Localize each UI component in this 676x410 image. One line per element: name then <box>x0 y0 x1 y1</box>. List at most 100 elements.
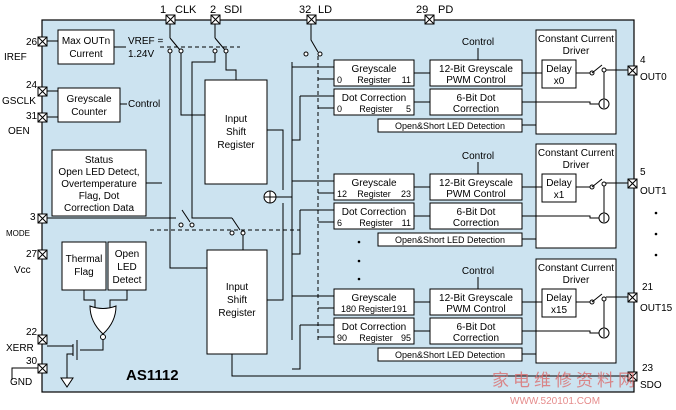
channel-control-label: Control <box>462 151 494 162</box>
dot-correction-6bit-label-1: 6-Bit Dot <box>457 322 496 333</box>
pin-vcc-number: 27 <box>26 249 38 260</box>
status-label-4: Flag, Dot <box>79 191 120 202</box>
pin-sdo-number: 23 <box>642 363 654 374</box>
pin-pd-name: PD <box>438 4 453 16</box>
ccd-label-2: Driver <box>563 160 590 171</box>
mode-switch-left <box>181 209 191 223</box>
output-switch <box>591 64 603 74</box>
max-out-label-2: Current <box>69 49 103 60</box>
dot-correction-6bit-block <box>429 88 523 116</box>
dot-correction-6bit-label-2: Correction <box>453 104 499 115</box>
vref-label-1: VREF = <box>128 36 163 47</box>
delay-value: x15 <box>551 305 568 316</box>
status-label-2: Open LED Detect, <box>58 167 139 178</box>
greyscale-register-word: Register <box>357 189 391 199</box>
gs-counter-control-label: Control <box>128 99 160 110</box>
thermal-label-2: Flag <box>74 267 93 278</box>
pin-out0: 4 OUT0 <box>627 55 667 83</box>
pin-xerr-number: 22 <box>26 327 38 338</box>
pin-pd-number: 29 <box>416 4 428 16</box>
pin-iref-number: 26 <box>26 37 38 48</box>
pin-xerr: 22 XERR <box>6 327 48 354</box>
dot-correction-high-bit: 11 <box>402 218 411 228</box>
ccd-label-2: Driver <box>563 275 590 286</box>
delay-label: Delay <box>546 178 572 189</box>
greyscale-register-title: Greyscale <box>351 293 396 304</box>
status-label-5: Correction Data <box>64 203 134 214</box>
shift-bottom-label-1: Input <box>226 282 248 293</box>
ccd-label-2: Driver <box>563 46 590 57</box>
max-out-current-block <box>57 29 115 65</box>
open-led-label-1: Open <box>115 249 139 260</box>
thermal-label-1: Thermal <box>66 254 103 265</box>
delay-label: Delay <box>546 64 572 75</box>
pin-mode-number: 3 <box>30 212 36 223</box>
clk-switch <box>169 37 181 51</box>
pin-iref: 26 IREF <box>4 36 48 63</box>
channel-ellipsis-dots <box>357 240 361 281</box>
dot-correction-low-bit: 6 <box>337 218 342 228</box>
pin-oen-name: OEN <box>8 126 30 137</box>
delay-value: x1 <box>554 190 565 201</box>
ld-switch <box>310 24 319 53</box>
greyscale-register-low-bit: 12 <box>337 189 347 199</box>
open-short-detection-label: Open&Short LED Detection <box>395 350 505 360</box>
pin-gnd-number: 30 <box>26 356 38 367</box>
max-out-label-1: Max OUTn <box>62 36 110 47</box>
dot-correction-low-bit: 90 <box>337 333 347 343</box>
open-led-label-2: LED <box>117 262 136 273</box>
or-gate <box>89 305 117 335</box>
delay-block <box>541 173 577 203</box>
pin-pd: 29 PD <box>416 4 453 25</box>
ground-symbol <box>60 377 74 388</box>
dot-correction-register <box>333 88 415 116</box>
pin-gsclk: 24 GSCLK <box>2 80 48 107</box>
dot-correction-word: Register <box>359 218 393 228</box>
greyscale-register <box>333 288 415 316</box>
status-label-1: Status <box>85 155 113 166</box>
dot-correction-low-bit: 0 <box>337 104 342 114</box>
dot-correction-title: Dot Correction <box>342 93 406 104</box>
pin-ld-name: LD <box>318 4 332 16</box>
input-shift-register-top <box>204 79 268 185</box>
pin-ld-number: 32 <box>299 4 311 16</box>
greyscale-register <box>333 59 415 87</box>
pin-out15-number: 21 <box>642 282 654 293</box>
greyscale-register-high-bit: 11 <box>402 75 411 85</box>
pin-vcc: 27 Vcc <box>14 249 48 276</box>
output-switch <box>591 178 603 188</box>
pin-oen-number: 31 <box>26 111 38 122</box>
dot-correction-title: Dot Correction <box>342 322 406 333</box>
pin-vcc-name: Vcc <box>14 265 31 276</box>
open-led-label-3: Detect <box>113 275 142 286</box>
status-label-3: Overtemperature <box>61 179 137 190</box>
gs-counter-label-2: Counter <box>71 107 107 118</box>
ccd-label-1: Constant Current <box>538 34 614 45</box>
dot-correction-6bit-label-1: 6-Bit Dot <box>457 93 496 104</box>
pin-mode-name: MODE <box>6 229 30 238</box>
delay-block <box>541 59 577 89</box>
input-shift-register-bottom <box>206 249 268 355</box>
greyscale-register <box>333 173 415 201</box>
greyscale-register-title: Greyscale <box>351 178 396 189</box>
delay-value: x0 <box>554 76 565 87</box>
open-led-detect-block <box>107 241 147 291</box>
dot-correction-register <box>333 202 415 230</box>
pwm-control-block <box>429 173 523 201</box>
greyscale-register-title: Greyscale <box>351 64 396 75</box>
status-block <box>51 149 147 217</box>
ccd-label-1: Constant Current <box>538 263 614 274</box>
gnd-wire <box>11 367 38 380</box>
delay-label: Delay <box>546 293 572 304</box>
output-switch <box>591 293 603 303</box>
pin-out0-number: 4 <box>640 55 646 66</box>
shift-top-label-3: Register <box>217 140 255 151</box>
delay-block <box>541 288 577 318</box>
pwm-control-label-1: 12-Bit Greyscale <box>439 293 513 304</box>
pwm-control-label-2: PWM Control <box>446 75 505 86</box>
pin-out15-name: OUT15 <box>640 303 673 314</box>
